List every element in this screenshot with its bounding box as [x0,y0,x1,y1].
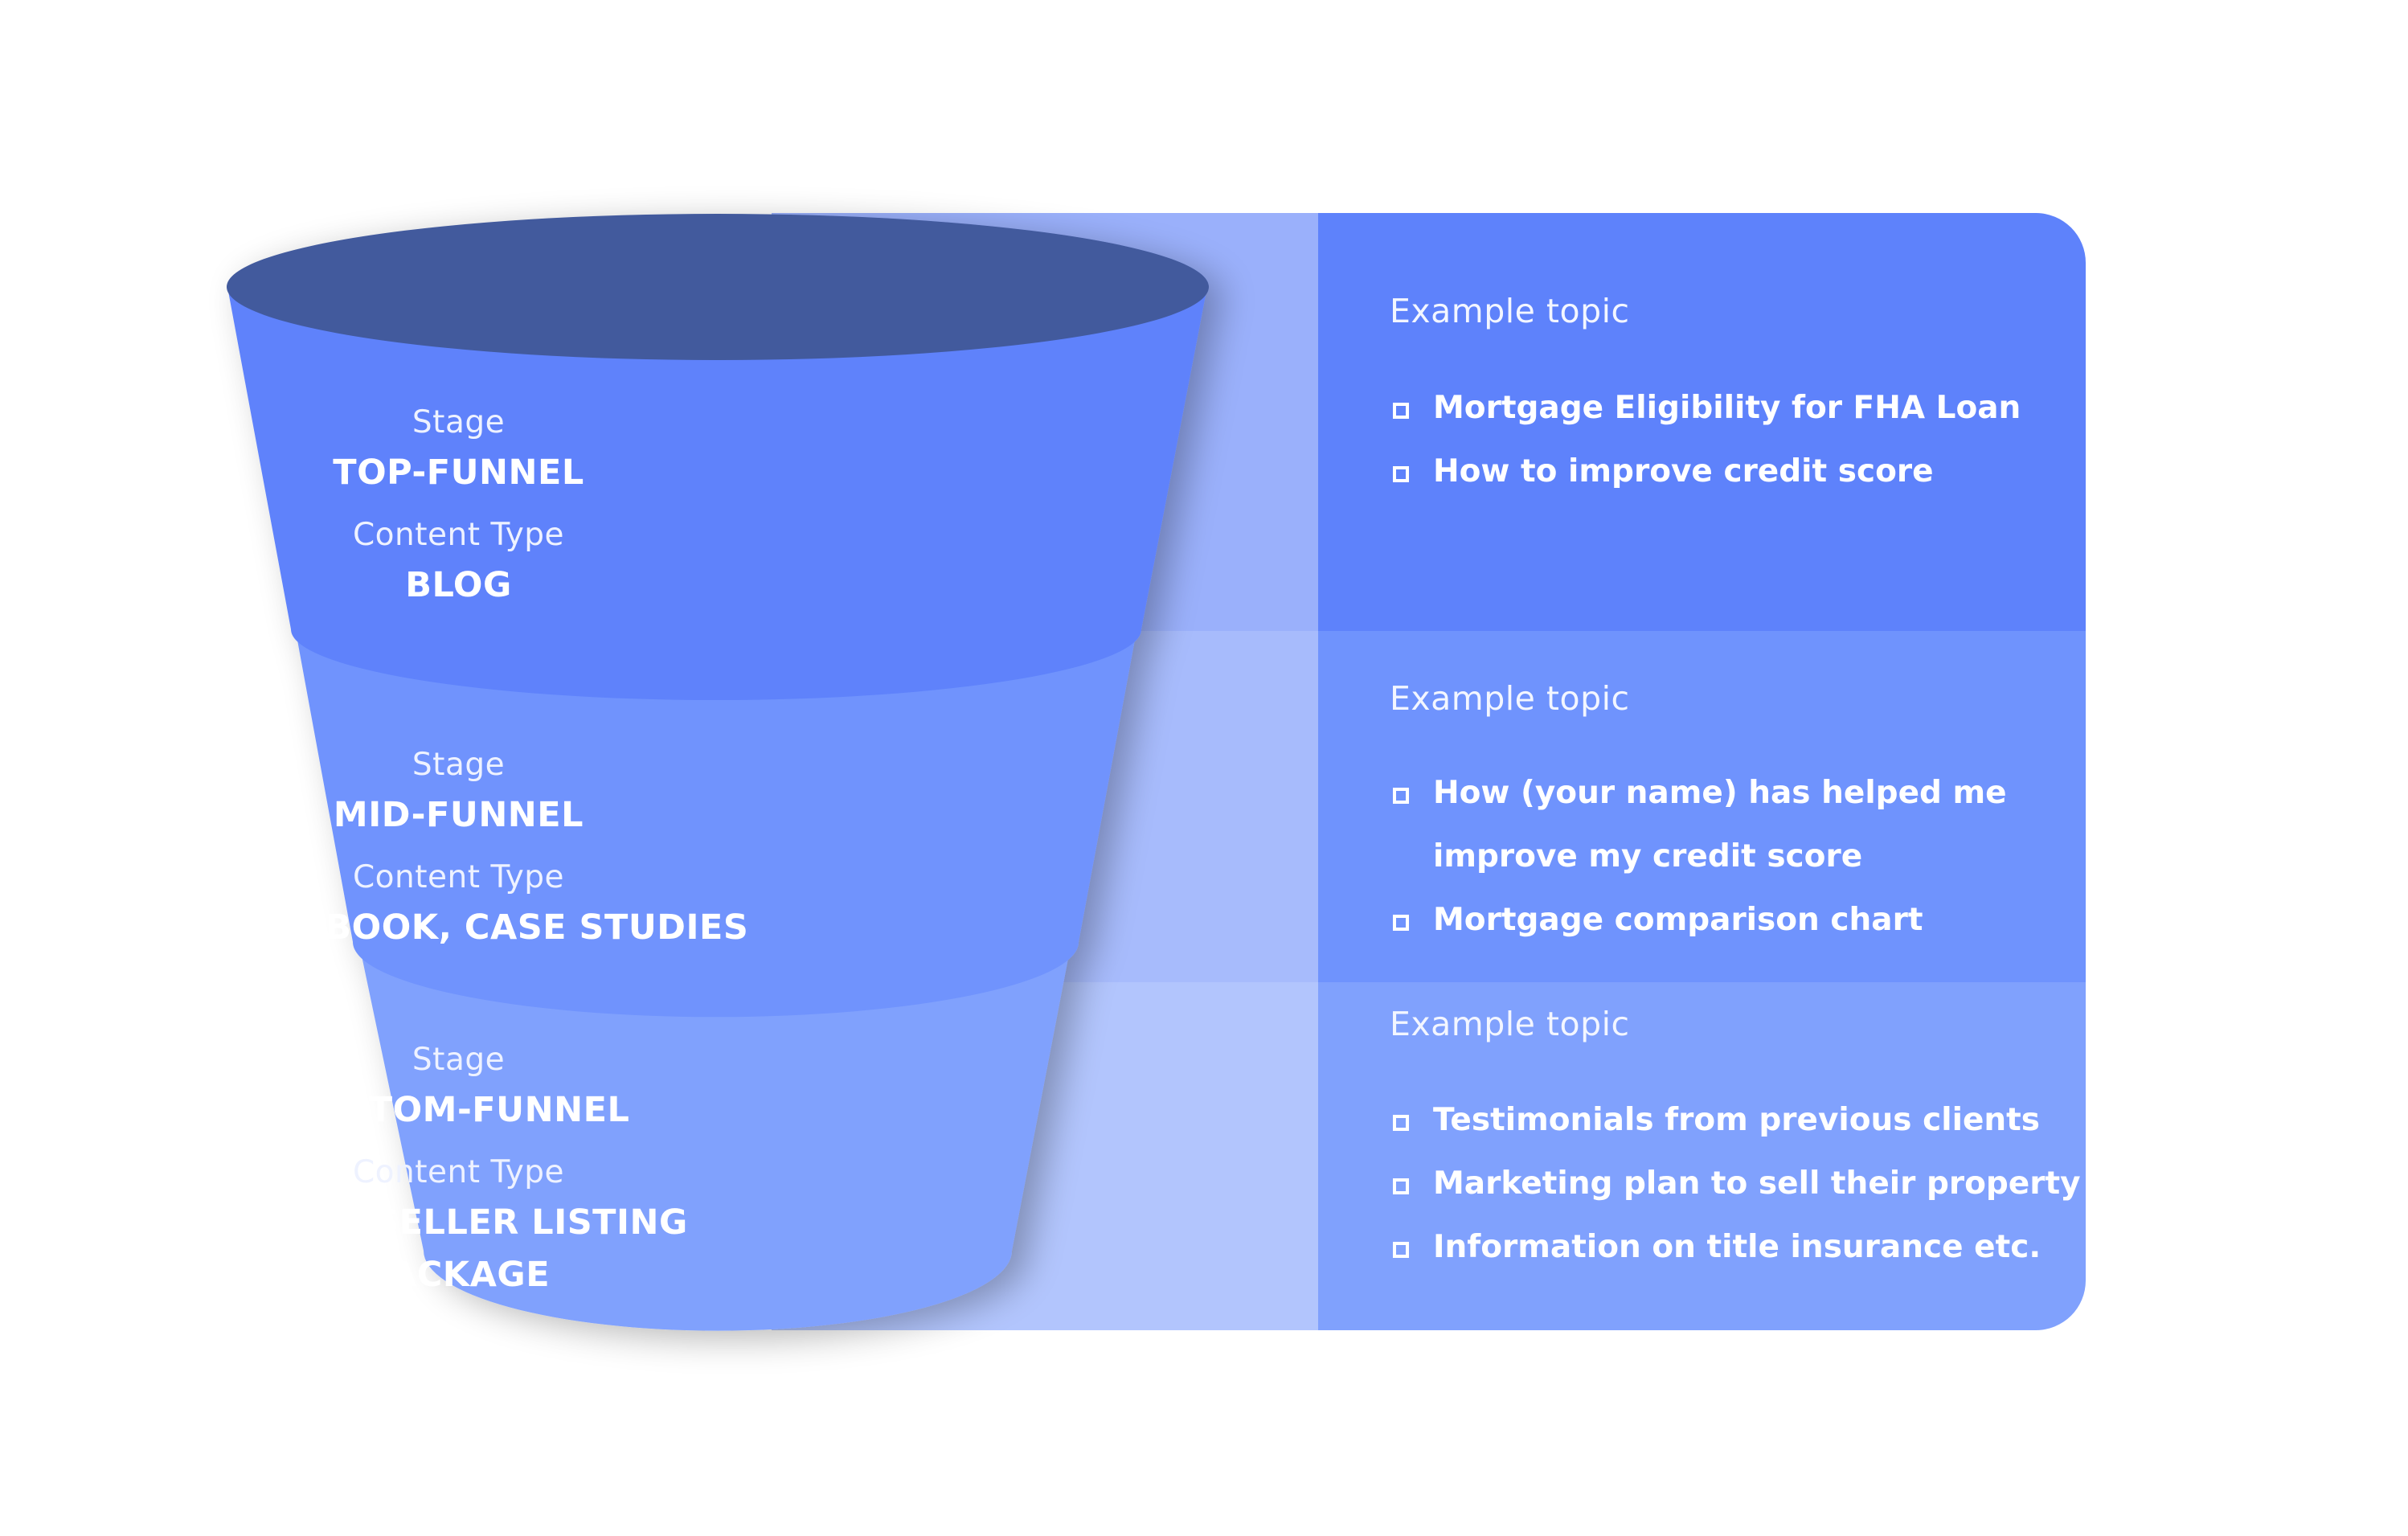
content-type-label: Content Type [352,859,565,895]
content-type-value-line2: PACKAGE [367,1255,551,1295]
list-item-continuation: improve my credit score [1390,825,2007,888]
topic-text: Testimonials from previous clients [1433,1102,2041,1138]
list-item: Mortgage Eligibility for FHA Loan [1390,376,2021,440]
bullet-square-icon [1393,466,1409,482]
stage-label: Stage [412,1042,506,1078]
bullet-square-icon [1393,1242,1409,1258]
topic-box-bottom: Example topic Testimonials from previous… [1318,982,2086,1330]
funnel-mid-section [291,605,1141,1018]
bottom-funnel-text: Stage BOTTOM-FUNNEL Content Type BUYER/S… [59,1042,858,1295]
bullet-square-icon [1393,915,1409,931]
topic-text: improve my credit score [1433,838,1863,874]
bullet-square-icon [1393,1178,1409,1194]
content-type-value: BLOG [405,565,512,605]
funnel-top-section [227,287,1207,700]
list-item: Information on title insurance etc. [1390,1215,2081,1279]
list-item: Marketing plan to sell their property [1390,1152,2081,1215]
topic-text: How to improve credit score [1433,453,1934,489]
topic-text: Marketing plan to sell their property [1433,1165,2081,1202]
list-item: How to improve credit score [1390,440,2021,503]
list-item: How (your name) has helped me [1390,761,2007,825]
stage-label: Stage [412,747,506,783]
topic-box-mid: Example topic How (your name) has helped… [1318,631,2086,982]
list-item: Testimonials from previous clients [1390,1088,2081,1152]
content-type-label: Content Type [352,517,565,553]
topic-text: Mortgage comparison chart [1433,902,1923,938]
bullet-square-icon [1393,1115,1409,1131]
topic-heading: Example topic [1390,292,1630,330]
stage-label: Stage [412,404,506,440]
stage-value: BOTTOM-FUNNEL [287,1090,630,1130]
topic-list: Testimonials from previous clients Marke… [1390,1088,2081,1279]
top-funnel-text: Stage TOP-FUNNEL Content Type BLOG [59,404,858,605]
stage-value: TOP-FUNNEL [333,453,584,493]
content-type-label: Content Type [352,1154,565,1190]
topic-text: Information on title insurance etc. [1433,1229,2041,1265]
stage-value: MID-FUNNEL [333,795,584,835]
bullet-square-icon [1393,403,1409,419]
topic-heading: Example topic [1390,1005,1630,1043]
list-item: Mortgage comparison chart [1390,888,2007,952]
topic-list: Mortgage Eligibility for FHA Loan How to… [1390,376,2021,503]
topic-text: Mortgage Eligibility for FHA Loan [1433,390,2021,426]
funnel-rim [227,214,1209,360]
bullet-square-icon [1393,788,1409,804]
funnel-bottom-section [356,929,1074,1331]
topic-list: How (your name) has helped me improve my… [1390,761,2007,952]
content-type-value: BLOG, EBOOK, CASE STUDIES [168,907,749,948]
topic-text: How (your name) has helped me [1433,775,2007,811]
content-type-value: BUYER/SELLER LISTING [229,1202,688,1243]
mid-funnel-text: Stage MID-FUNNEL Content Type BLOG, EBOO… [59,747,858,948]
topic-heading: Example topic [1390,679,1630,718]
topic-box-top: Example topic Mortgage Eligibility for F… [1318,213,2086,631]
